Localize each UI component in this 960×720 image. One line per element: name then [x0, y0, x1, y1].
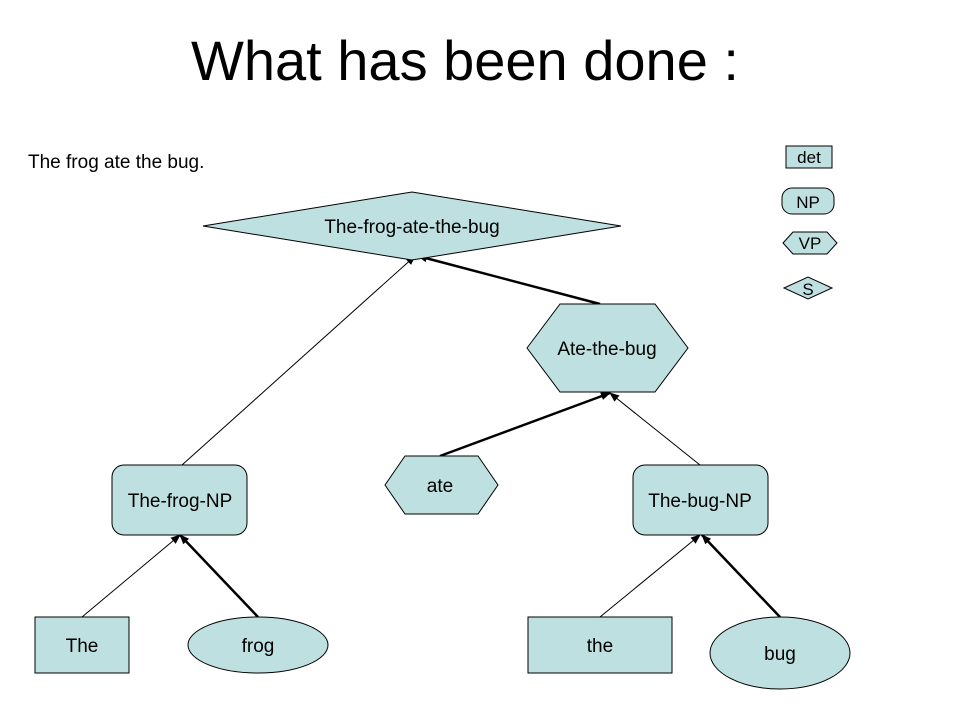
node-det-the: The [34, 616, 130, 674]
node-bug-np: The-bug-NP [632, 464, 769, 536]
node-noun-frog-label: frog [242, 636, 275, 657]
node-det-the-lower: the [527, 616, 673, 674]
legend-vp: VP [782, 231, 838, 255]
node-frog-np: The-frog-NP [111, 464, 248, 536]
edge-the-to-frog-np [81, 534, 181, 618]
legend-s-label: S [802, 280, 813, 299]
legend-vp-label: VP [799, 234, 822, 253]
legend-s: S [782, 276, 834, 300]
tree-edges [81, 254, 781, 618]
node-det-the-label: The [66, 636, 99, 657]
node-det-the-lower-label: the [587, 636, 613, 657]
node-noun-bug: bug [709, 616, 851, 690]
legend: det NP VP S [781, 145, 838, 300]
node-bug-np-label: The-bug-NP [648, 491, 752, 512]
node-verb-ate: ate [384, 455, 499, 515]
edge-the-to-bug-np [599, 534, 701, 618]
node-sentence: The-frog-ate-the-bug [202, 191, 622, 261]
legend-np: NP [781, 187, 835, 215]
example-sentence: The frog ate the bug. [28, 152, 205, 173]
legend-det-label: det [797, 148, 821, 167]
node-noun-bug-label: bug [764, 644, 796, 665]
node-vp: Ate-the-bug [526, 303, 689, 393]
edge-frog-to-frog-np [179, 534, 259, 618]
legend-np-label: NP [796, 193, 820, 212]
slide-title: What has been done : [191, 29, 739, 92]
edge-verb-to-vp [439, 391, 611, 458]
node-frog-np-label: The-frog-NP [128, 491, 233, 512]
node-vp-label: Ate-the-bug [557, 339, 656, 360]
edge-bug-to-bug-np [701, 534, 781, 618]
edge-bug-np-to-vp [609, 392, 701, 466]
node-sentence-label: The-frog-ate-the-bug [324, 217, 499, 238]
node-verb-ate-label: ate [427, 476, 453, 497]
node-noun-frog: frog [187, 616, 329, 674]
edge-frog-np-to-sentence [181, 255, 416, 466]
legend-det: det [785, 145, 833, 169]
edge-vp-to-sentence [417, 254, 601, 306]
